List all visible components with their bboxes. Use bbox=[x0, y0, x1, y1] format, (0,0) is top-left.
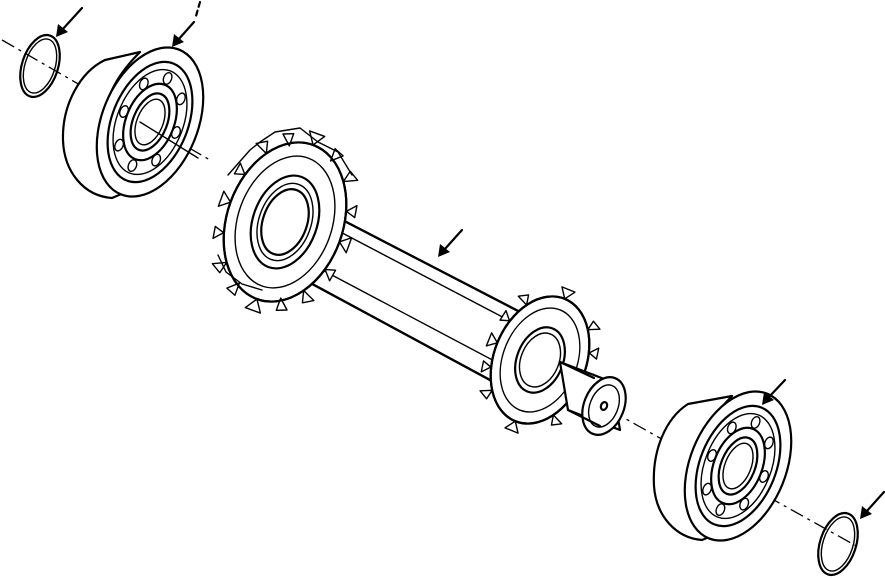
shaft-journal bbox=[558, 360, 627, 436]
bearing-balls-right bbox=[702, 415, 774, 517]
bearing-balls-left bbox=[114, 71, 186, 173]
large-gear bbox=[211, 130, 359, 314]
gear-teeth-large bbox=[211, 130, 359, 314]
callout-arrow-snap-ring-right bbox=[860, 490, 885, 519]
callout-arrow-bearing-left bbox=[172, 0, 202, 47]
snap-ring-right bbox=[817, 511, 859, 577]
bearing-left bbox=[61, 46, 205, 200]
large-gear-rim bbox=[217, 127, 353, 291]
bearing-right bbox=[652, 390, 793, 542]
callout-arrow-shaft bbox=[438, 228, 464, 257]
callout-arrows bbox=[56, 0, 885, 519]
snap-ring-left bbox=[19, 33, 61, 99]
callout-arrow-bearing-right bbox=[762, 378, 787, 405]
callout-arrow-snap-ring-left bbox=[56, 6, 84, 37]
